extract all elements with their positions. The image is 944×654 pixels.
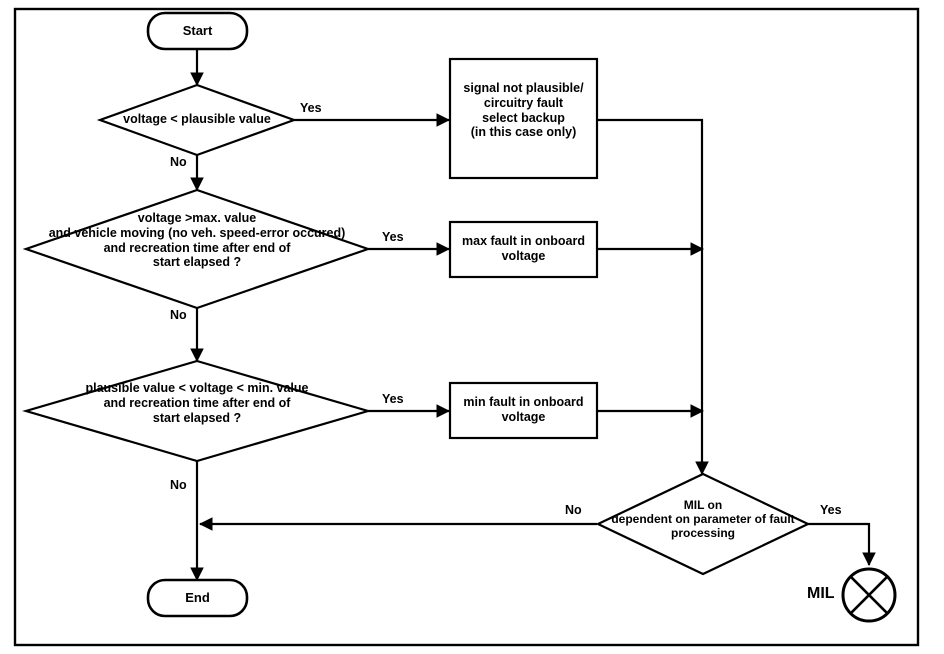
end-terminator[interactable] <box>146 578 249 618</box>
decision-mil-on[interactable] <box>595 472 811 576</box>
decision-min-value[interactable] <box>22 359 372 463</box>
decision-plausible[interactable] <box>96 83 298 157</box>
start-terminator[interactable] <box>146 11 249 51</box>
mil-lamp-x-icon <box>849 575 889 615</box>
connector-signal-to-bus <box>597 118 709 476</box>
process-signal-not-plausible[interactable] <box>448 57 599 180</box>
connector-mil-yes <box>808 522 876 567</box>
process-max-fault[interactable] <box>448 220 599 279</box>
process-min-fault[interactable] <box>448 381 599 440</box>
decision-max-value[interactable] <box>22 188 372 310</box>
diagram-border <box>13 7 920 647</box>
